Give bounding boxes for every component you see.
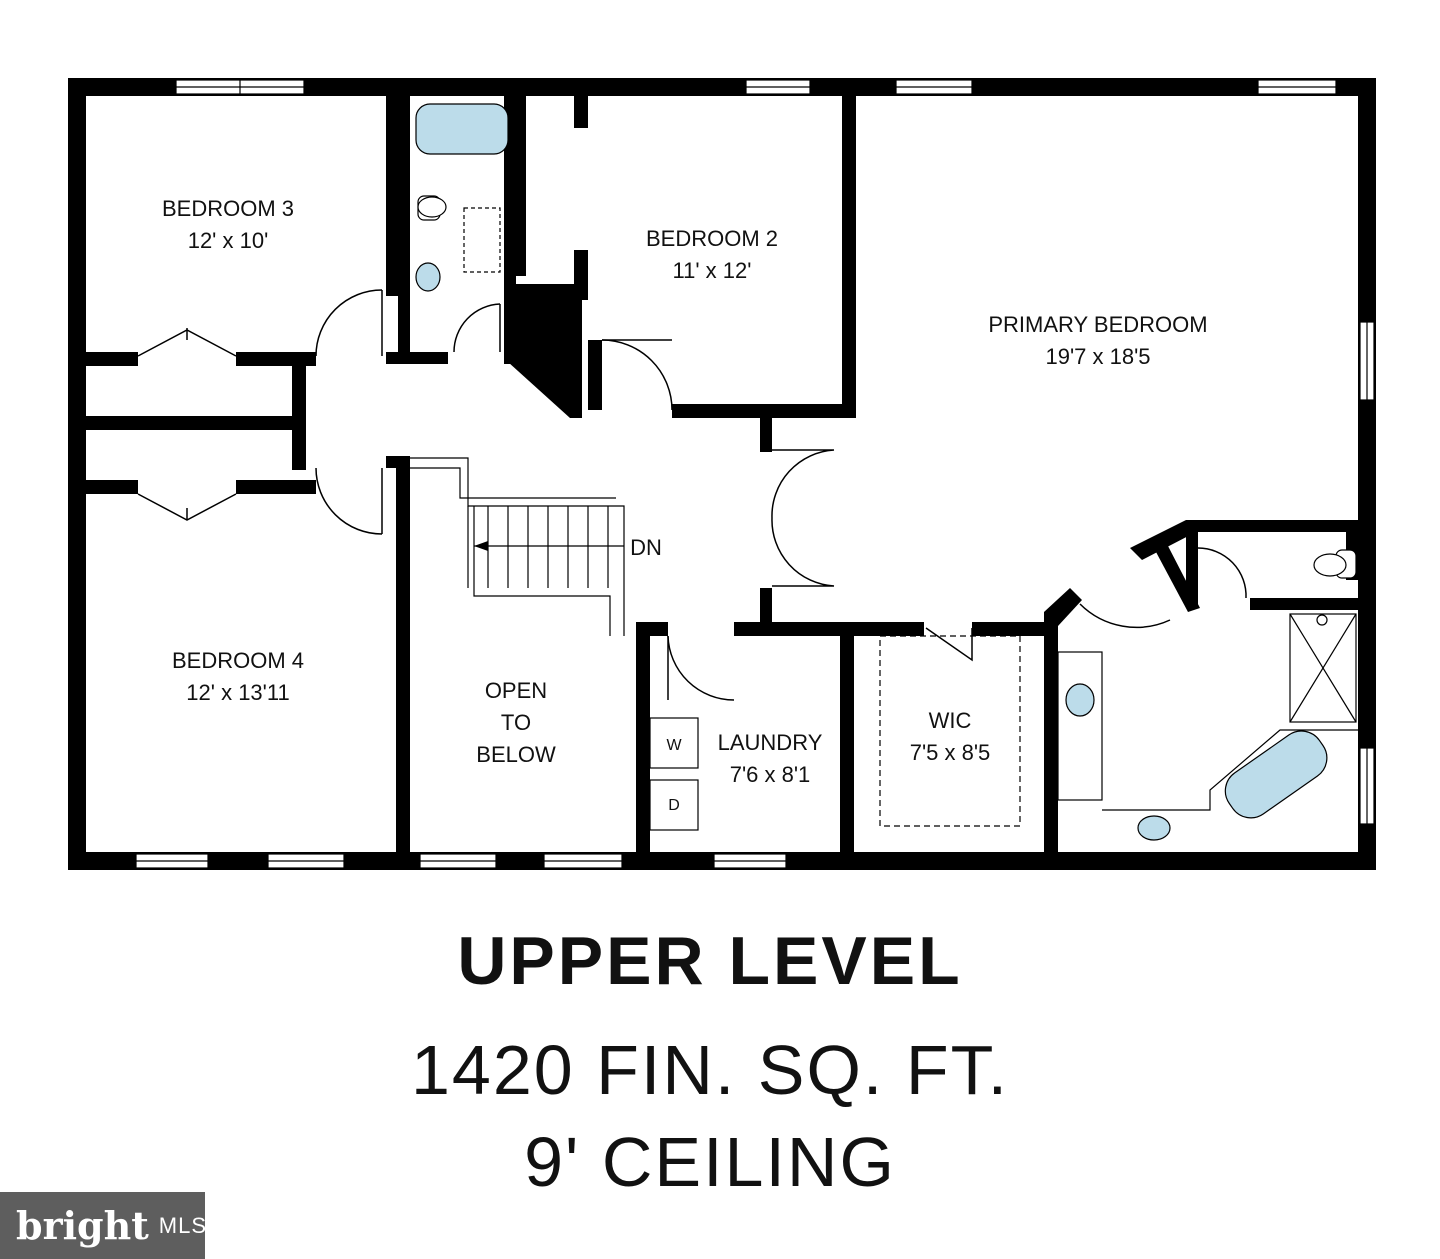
area-text: 1420 FIN. SQ. FT. — [410, 1031, 1010, 1109]
windows — [135, 79, 1375, 869]
fixtures — [415, 103, 1358, 841]
room-name-bedroom-3: BEDROOM 3 — [162, 196, 294, 221]
room-label-to: TO — [501, 710, 531, 735]
stair-down-label: DN — [630, 535, 662, 560]
floor-plan: W D BEDROOM 3 12' x 10' BEDROOM 2 11' x … — [68, 78, 1376, 870]
doors — [137, 289, 1247, 701]
stairs — [410, 457, 625, 636]
room-name-bedroom-4: BEDROOM 4 — [172, 648, 304, 673]
ceiling-text: 9' CEILING — [524, 1123, 896, 1201]
room-size-primary-bedroom: 19'7 x 18'5 — [1045, 344, 1150, 369]
room-name-laundry: LAUNDRY — [718, 730, 823, 755]
room-size-wic: 7'5 x 8'5 — [910, 740, 991, 765]
logo-brand-text: bright — [16, 1203, 149, 1248]
outer-walls — [68, 78, 1376, 870]
room-name-bedroom-2: BEDROOM 2 — [646, 226, 778, 251]
room-size-laundry: 7'6 x 8'1 — [730, 762, 811, 787]
dryer-label: D — [668, 797, 680, 814]
room-name-wic: WIC — [929, 708, 972, 733]
interior-walls — [86, 96, 1358, 852]
room-name-primary-bedroom: PRIMARY BEDROOM — [988, 312, 1207, 337]
room-size-bedroom-3: 12' x 10' — [188, 228, 269, 253]
room-size-bedroom-4: 12' x 13'11 — [186, 680, 289, 705]
washer-label: W — [666, 737, 682, 754]
room-label-open: OPEN — [485, 678, 547, 703]
room-size-bedroom-2: 11' x 12' — [673, 258, 752, 283]
room-label-below: BELOW — [476, 742, 556, 767]
bright-mls-logo: bright MLS — [0, 1192, 208, 1259]
level-title: UPPER LEVEL — [457, 923, 963, 999]
stair-arrow-icon — [474, 541, 488, 551]
logo-suffix-text: MLS — [158, 1212, 208, 1238]
